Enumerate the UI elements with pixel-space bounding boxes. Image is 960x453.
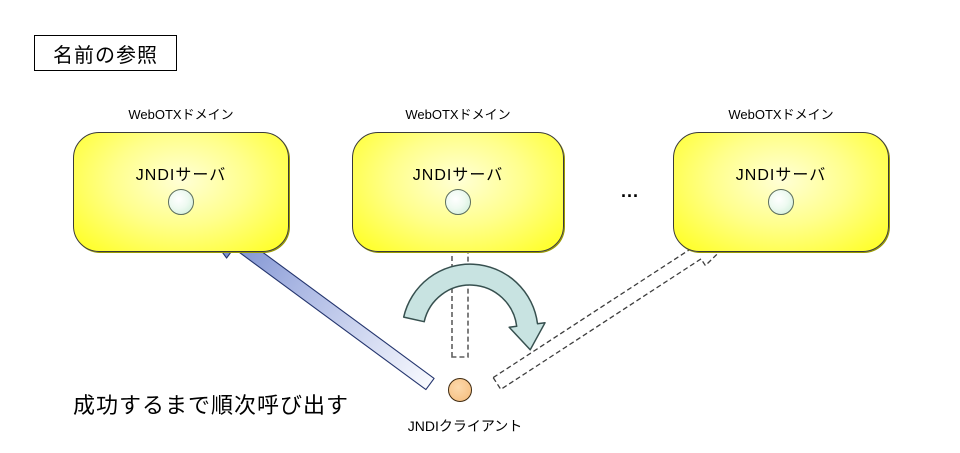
domain-2-server-node-icon	[445, 189, 471, 215]
more-domains-ellipsis: ...	[620, 181, 639, 201]
title-box: 名前の参照	[34, 35, 177, 71]
domain-3-box: JNDIサーバ	[673, 132, 889, 252]
jndi-client-node-icon	[448, 378, 472, 402]
domain-3-server-node-icon	[768, 189, 794, 215]
domain-1-server-node-icon	[168, 189, 194, 215]
domain-1-server-label: JNDIサーバ	[135, 167, 227, 184]
caption-text: 成功するまで順次呼び出す	[73, 393, 350, 418]
domain-2-server-label: JNDIサーバ	[412, 167, 504, 184]
page-title: 名前の参照	[53, 44, 158, 67]
domain-3-server-label: JNDIサーバ	[735, 167, 827, 184]
domain-1-box: JNDIサーバ	[73, 132, 289, 252]
domain-3-label: WebOTXドメイン	[728, 107, 834, 122]
jndi-client-label: JNDIクライアント	[407, 418, 523, 434]
domain-1-label: WebOTXドメイン	[128, 107, 234, 122]
retry-loop-arrow	[402, 263, 546, 351]
domain-2-box: JNDIサーバ	[352, 132, 564, 252]
domain-2-label: WebOTXドメイン	[405, 107, 511, 122]
